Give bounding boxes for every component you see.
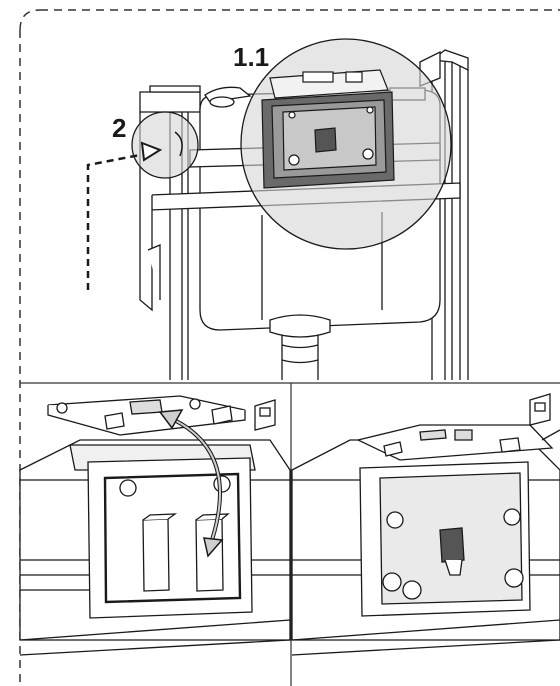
magnifier-circle-2 xyxy=(131,111,199,179)
swap-arrow xyxy=(158,409,224,558)
pipe-end-detail xyxy=(174,131,183,157)
bottom-left-frame xyxy=(19,395,291,656)
step-label-1-1: 1.1 xyxy=(233,42,270,72)
bottom-right-frame xyxy=(291,393,560,656)
panel-separators xyxy=(20,382,560,686)
actuator-plate-detail xyxy=(261,69,395,189)
hose-path-arrow xyxy=(86,153,141,290)
step-label-2: 2 xyxy=(112,113,127,143)
hose-arrow-head xyxy=(140,141,163,162)
